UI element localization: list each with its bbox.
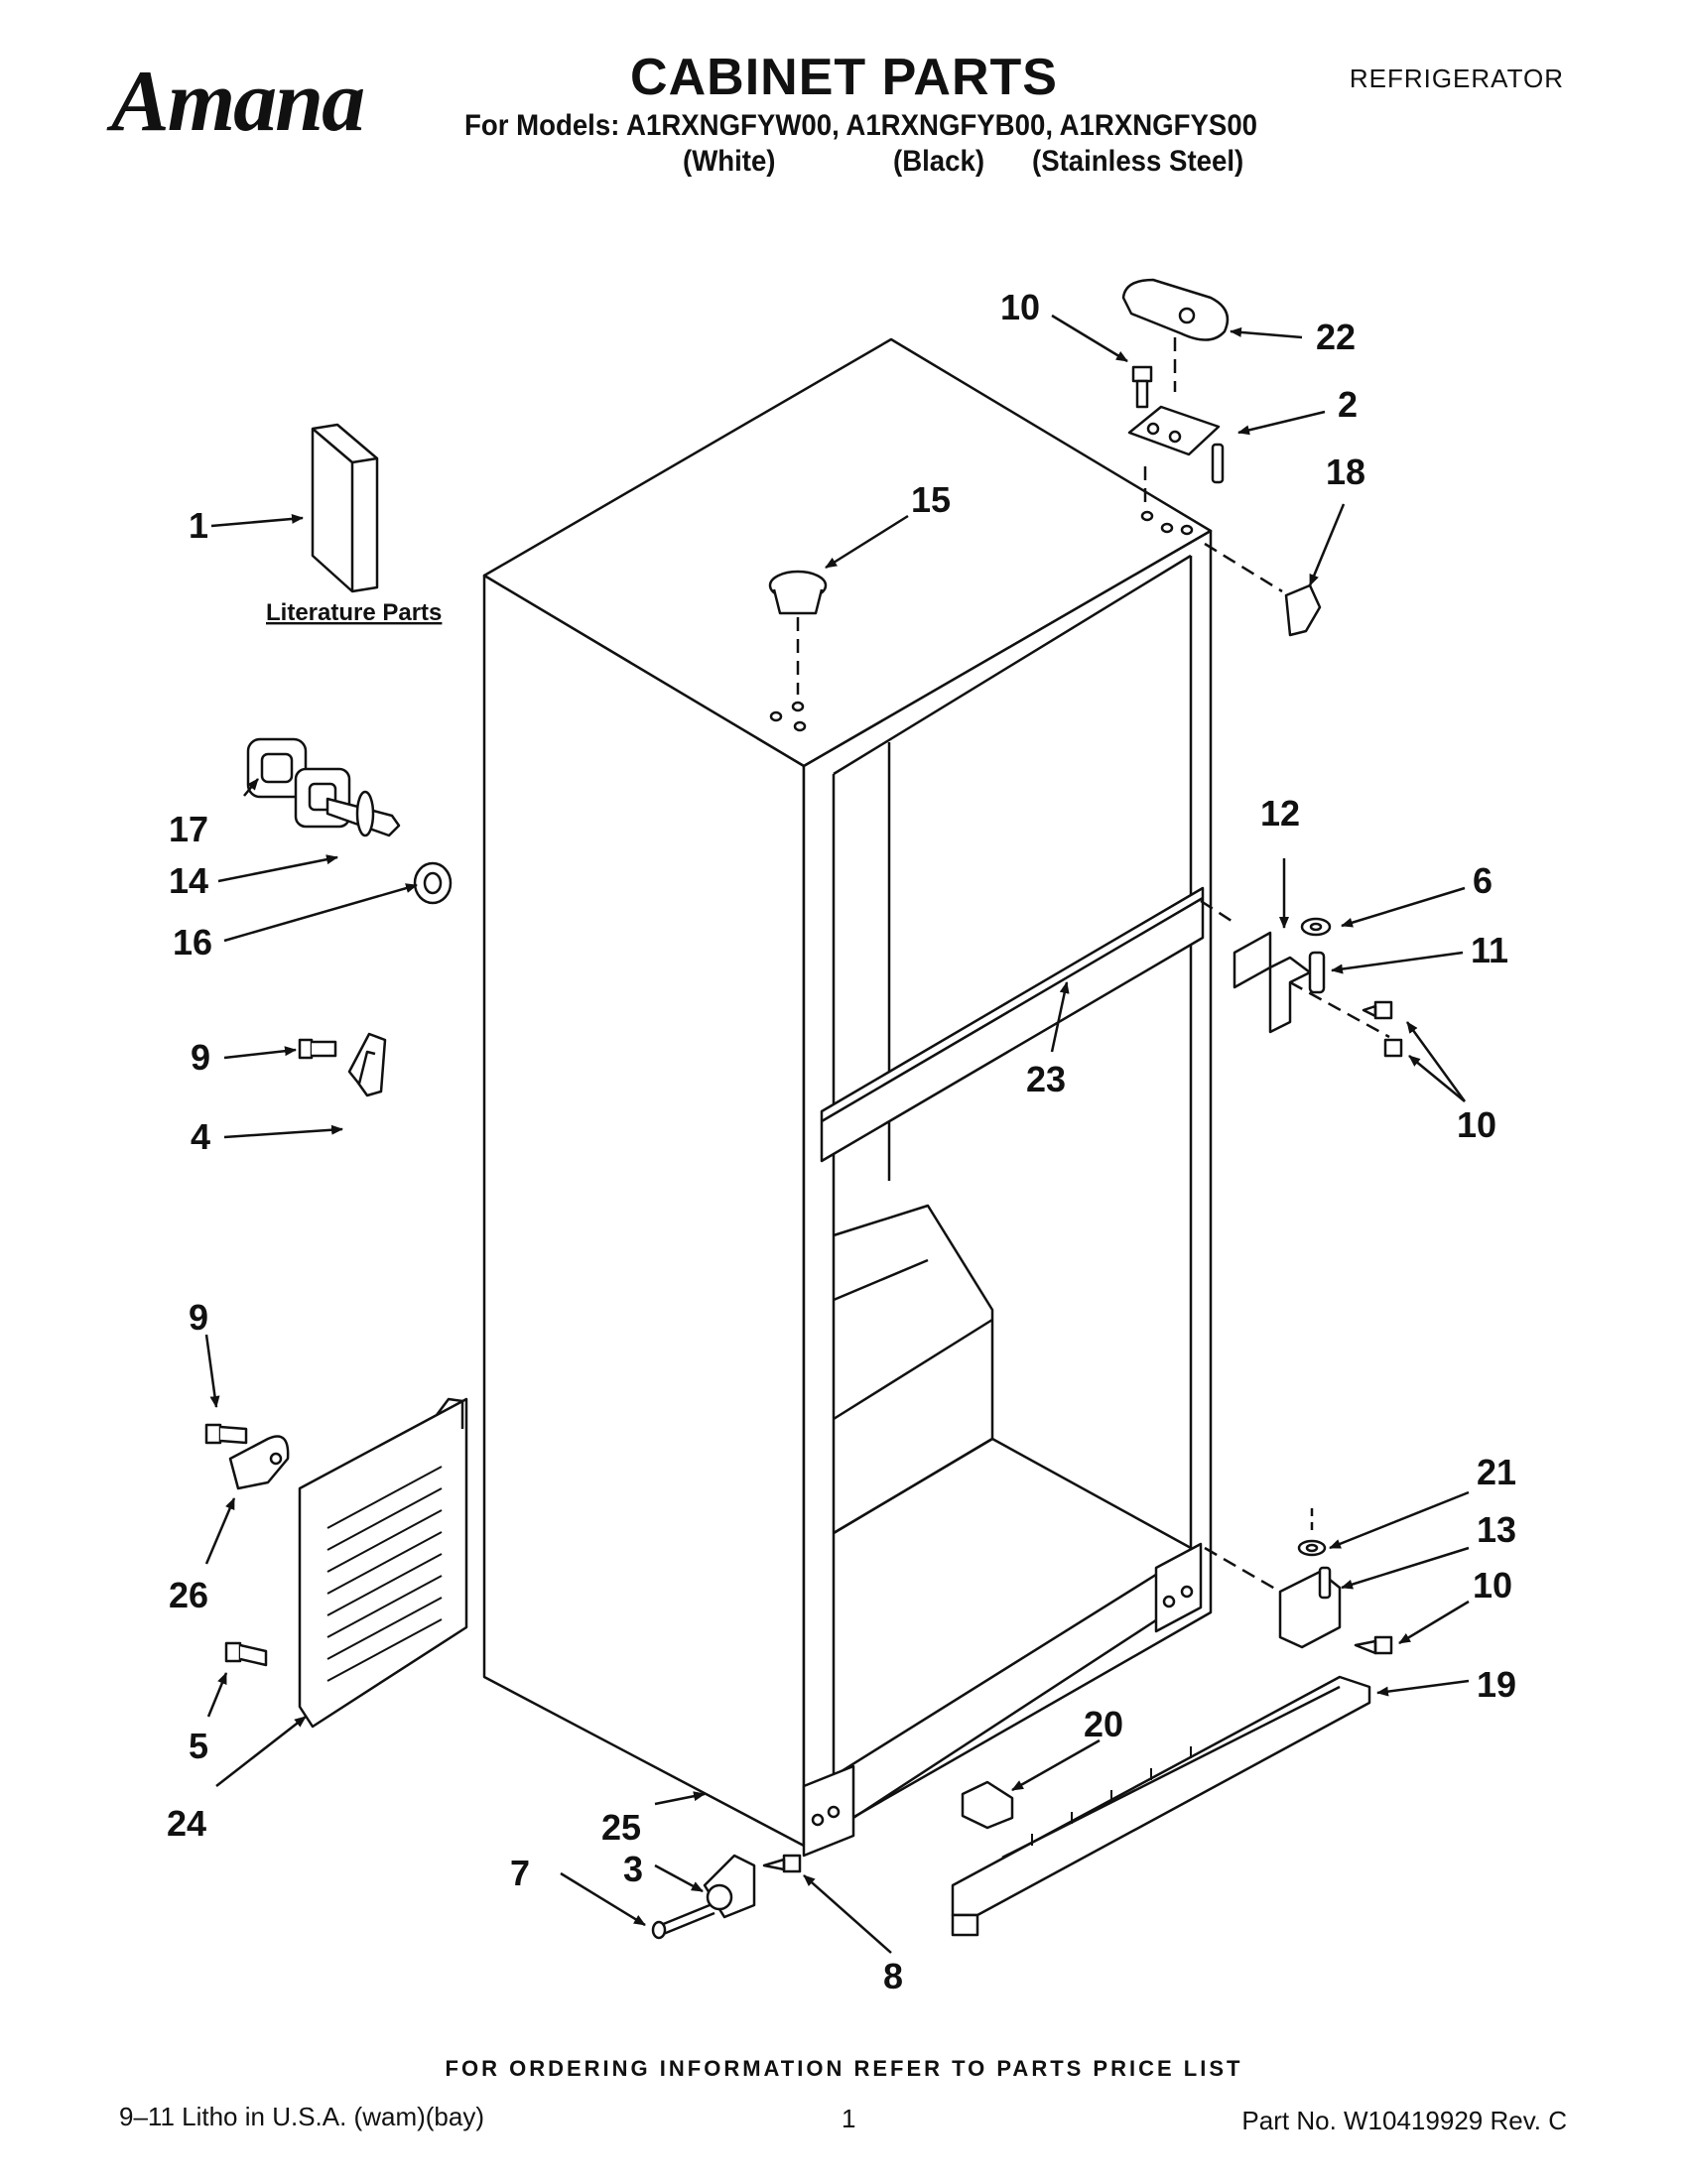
roller-bracket-part-3 [703,1854,756,1919]
bushing-part-16 [413,861,453,905]
callout-26: 26 [169,1575,208,1615]
top-hinge-part-2 [1127,405,1225,506]
screw-part-8 [762,1854,802,1873]
washer-part-6 [1300,917,1332,937]
callout-14: 14 [169,860,208,901]
callout-13: 13 [1477,1509,1516,1550]
callout-17: 17 [169,809,208,849]
callout-4: 4 [191,1116,210,1157]
variant-white: (White) [683,145,776,178]
callout-16: 16 [173,922,212,963]
plug-part-15 [768,570,828,695]
freezer-liner-step [833,1204,1192,1550]
callout-18: 18 [1326,451,1365,492]
literature-parts-booklet [311,423,379,593]
brand-logo: Amana [111,54,365,150]
callout-3: 3 [623,1849,643,1889]
callout-22: 22 [1316,317,1356,357]
grille-clip-part-20 [961,1780,1014,1830]
part-number: Part No. W10419929 Rev. C [1241,2106,1567,2135]
callout-labels: 1 Literature Parts 2 22 10 15 18 17 14 1… [167,287,1516,1996]
center-mullion [820,886,1205,1163]
screw-part-10-bottom [1354,1635,1393,1655]
cabinet-top-holes [769,510,1194,732]
variant-black: (Black) [893,145,985,178]
litho-note: 9–11 Litho in U.S.A. (wam)(bay) [119,2102,484,2131]
literature-parts-label: Literature Parts [266,599,442,626]
callout-2: 2 [1338,384,1358,425]
callout-10-top: 10 [1000,287,1040,327]
document-type: REFRIGERATOR [1349,64,1564,93]
callout-23: 23 [1026,1059,1066,1099]
callout-19: 19 [1477,1664,1516,1705]
cabinet-body [482,337,1213,1848]
callout-10-center: 10 [1457,1104,1496,1145]
callout-11: 11 [1471,930,1508,970]
callout-9-upper: 9 [191,1037,210,1078]
callout-20: 20 [1084,1704,1123,1744]
ordering-note: FOR ORDERING INFORMATION REFER TO PARTS … [445,2056,1243,2081]
cabinet-front-bottom-part-25 [802,1542,1203,1858]
page-title: CABINET PARTS [630,49,1058,106]
callout-10-bottom: 10 [1473,1565,1512,1606]
callout-9-lower: 9 [189,1297,208,1338]
callout-21: 21 [1477,1452,1516,1492]
screw-part-9-upper [298,1038,337,1060]
page-number: 1 [842,2104,856,2133]
screw-part-9-lower [204,1423,248,1445]
leader-lines [204,314,1470,1954]
variant-stainless: (Stainless Steel) [1032,145,1244,178]
callout-15: 15 [911,479,951,520]
hinge-hole-plug-part-18 [1204,542,1322,637]
callout-24: 24 [167,1803,206,1844]
callout-12: 12 [1260,793,1300,834]
door-stop-part-4 [347,1032,387,1097]
base-grille-part-19 [951,1675,1371,1937]
screw-part-5 [224,1641,268,1667]
handle-stud-part-14 [294,767,401,837]
callout-6: 6 [1473,860,1493,901]
callout-25: 25 [601,1807,641,1848]
washer-part-21 [1297,1508,1327,1557]
handle-gasket-part-17 [246,737,308,799]
clamp-part-26 [228,1435,290,1490]
callout-7: 7 [510,1853,530,1893]
screw-part-10-top [1131,365,1153,409]
bottom-hinge-part-13 [1204,1546,1342,1649]
callout-8: 8 [883,1956,903,1996]
screw-part-10-center [1362,1000,1403,1058]
callout-5: 5 [189,1726,208,1766]
top-hinge-cover-part-22 [1121,278,1230,392]
rear-access-panel-part-24 [298,1397,468,1729]
callout-1: 1 [189,505,208,546]
hinge-pin-part-11 [1289,951,1390,1039]
center-hinge-part-12 [1200,899,1312,1034]
pin-part-7 [651,1901,715,1940]
models-line: For Models: A1RXNGFYW00, A1RXNGFYB00, A1… [464,109,1258,142]
